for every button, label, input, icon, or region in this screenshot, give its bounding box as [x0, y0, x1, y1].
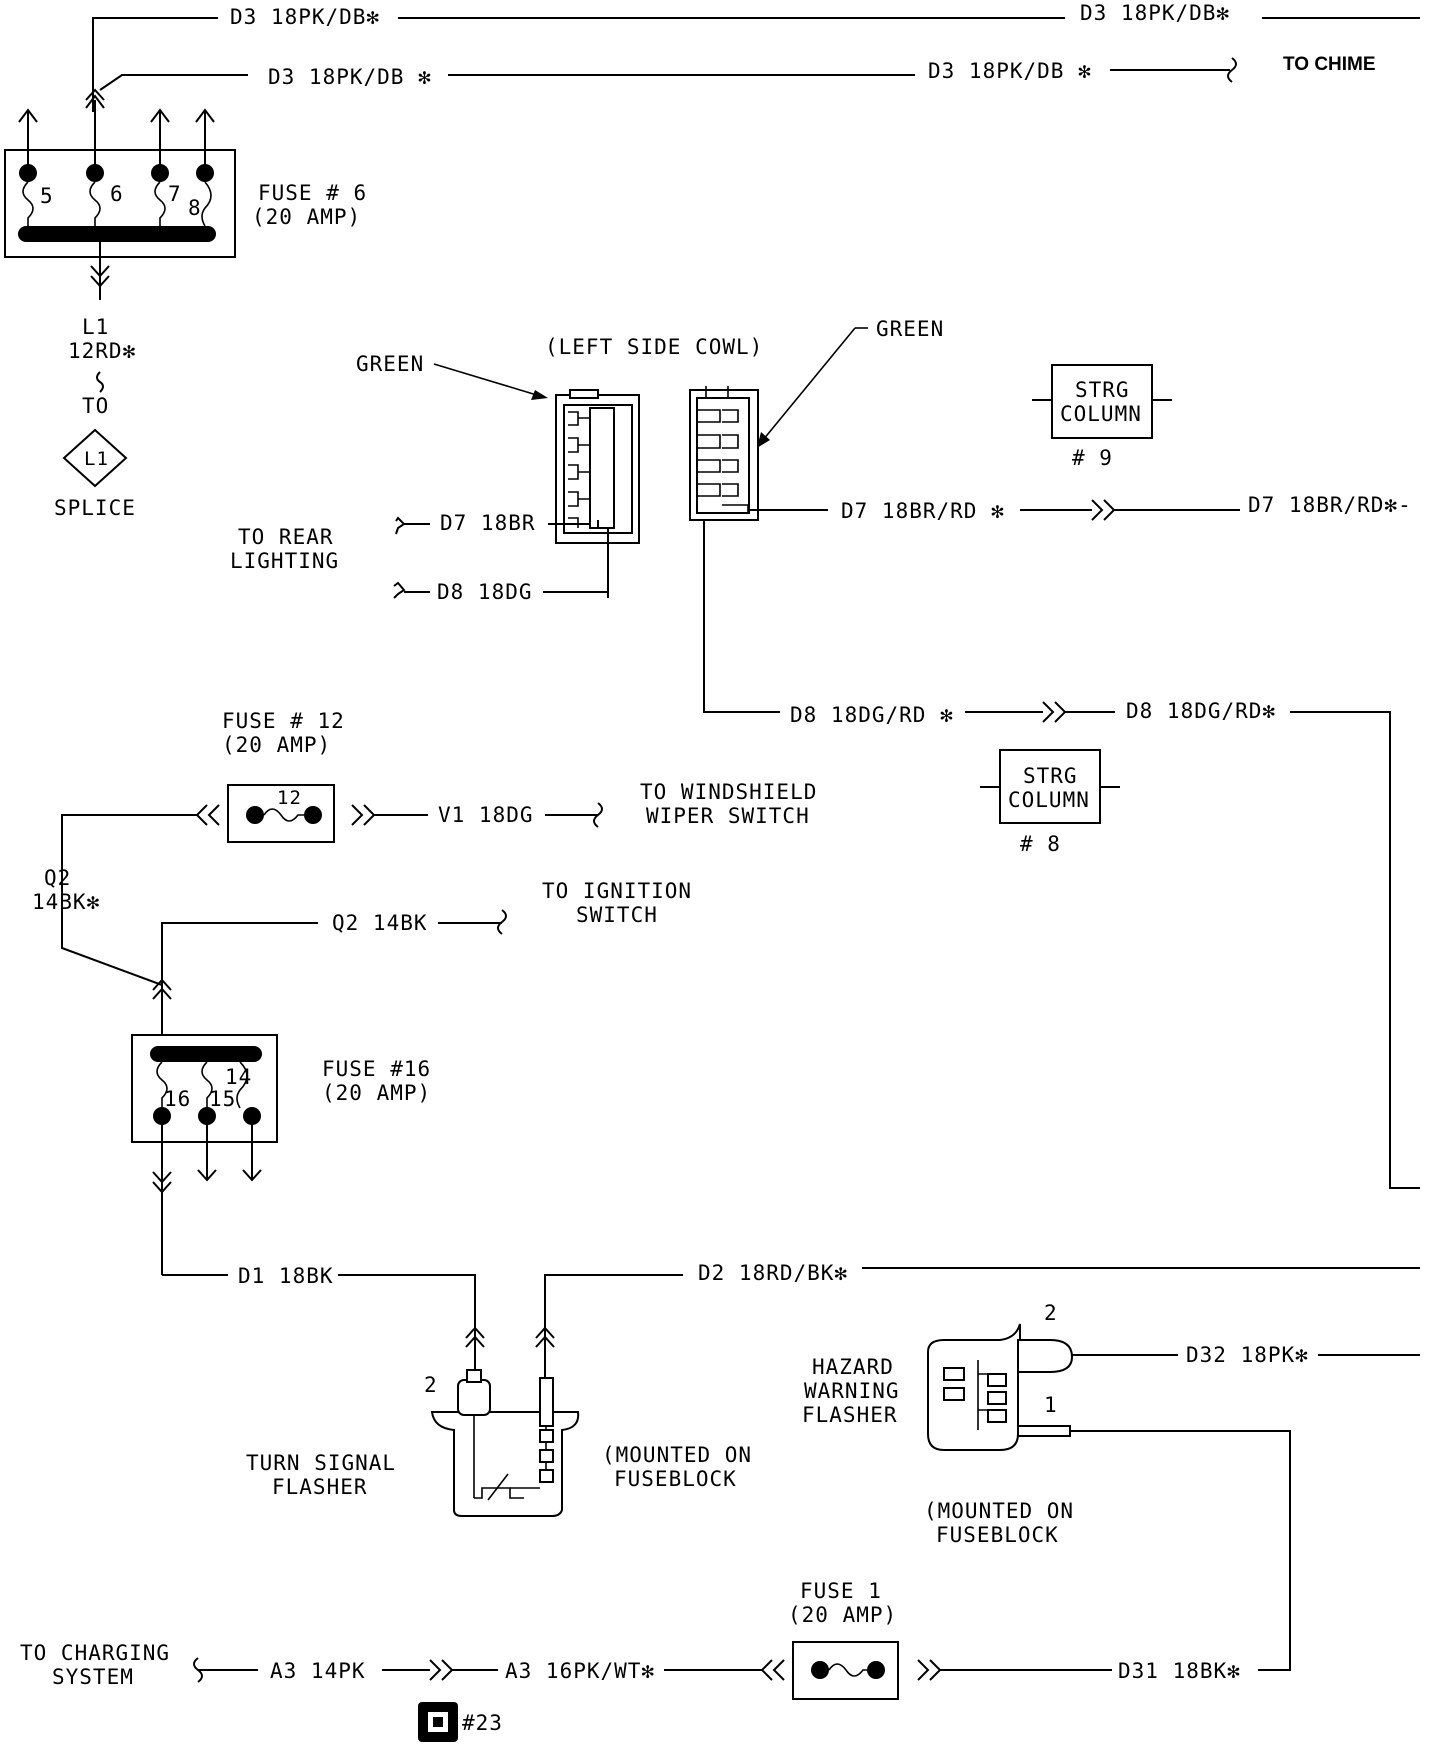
to-rear-line-1: TO REAR [238, 525, 334, 549]
turn-flasher-mount-2: FUSEBLOCK [614, 1467, 737, 1491]
fuse-12-num: 12 [277, 787, 302, 809]
fuse-1-title: FUSE 1 [800, 1579, 882, 1603]
strg-column-8-box [980, 749, 1120, 824]
d8-right-label: D8 18DG/RD ✻ [790, 703, 954, 727]
fuse-6-slot-8: 8 [188, 196, 202, 220]
turn-signal-flasher [430, 1369, 580, 1517]
splice-wire-spec: 12RD✻ [68, 339, 136, 363]
hazard-pin-2: 2 [1044, 1301, 1058, 1325]
wiper-to-line-2: WIPER SWITCH [646, 804, 810, 828]
d3-second-left-label: D3 18PK/DB ✻ [268, 65, 432, 89]
fuse-12-rating: (20 AMP) [222, 733, 331, 757]
splice-wire-code: L1 [82, 315, 109, 339]
turn-flasher-label-2: FLASHER [272, 1475, 368, 1499]
strg-8-num: # 8 [1020, 832, 1061, 856]
splice-diamond [62, 428, 128, 488]
to-chime-label: TO CHIME [1283, 54, 1376, 75]
d31-wire-label: D31 18BK✻ [1118, 1659, 1241, 1683]
fuse-12-block [61, 784, 603, 986]
hazard-label-2: WARNING [804, 1379, 900, 1403]
cowl-green-right: GREEN [876, 317, 944, 341]
fuse-1-rating: (20 AMP) [788, 1603, 897, 1627]
cowl-connector-right [689, 386, 759, 521]
splice-to: TO [82, 394, 109, 418]
ignition-to-line-2: SWITCH [576, 903, 658, 927]
fuse-16-block [131, 1034, 278, 1275]
fuse-16-slot-15: 15 [209, 1087, 236, 1111]
cowl-connector-left [555, 389, 640, 598]
strg-9-line-1: STRG [1075, 378, 1130, 402]
hazard-label-3: FLASHER [802, 1403, 898, 1427]
turn-flasher-label-1: TURN SIGNAL [246, 1451, 396, 1475]
hazard-mount-1: (MOUNTED ON [924, 1499, 1074, 1523]
q2-wire-label: Q2 14BK [332, 911, 428, 935]
hazard-warning-flasher [927, 1323, 1074, 1451]
strg-8-line-2: COLUMN [1008, 788, 1090, 812]
d3-top-left-label: D3 18PK/DB✻ [230, 5, 380, 29]
v1-wire-label: V1 18DG [438, 803, 534, 827]
hazard-pin-1: 1 [1044, 1393, 1058, 1417]
cowl-green-left: GREEN [356, 352, 424, 376]
d2-wire-label: D2 18RD/BK✻ [698, 1261, 848, 1285]
splice-symbol: L1 [84, 448, 109, 470]
fuse-16-slot-14: 14 [225, 1065, 252, 1089]
strg-8-line-1: STRG [1023, 764, 1078, 788]
fuse-6-slot-6: 6 [110, 182, 124, 206]
ignition-to-line-1: TO IGNITION [542, 879, 692, 903]
strg-9-line-2: COLUMN [1060, 402, 1142, 426]
fuse-1-block [760, 1641, 1112, 1700]
fuse-16-title: FUSE #16 [322, 1057, 431, 1081]
to-rear-line-2: LIGHTING [230, 549, 339, 573]
strg-column-9-box [1032, 364, 1172, 439]
cowl-title: (LEFT SIDE COWL) [545, 335, 763, 359]
fuse-6-slot-7: 7 [168, 182, 182, 206]
d1-wire-label: D1 18BK [238, 1264, 334, 1288]
fuse-6-rating: (20 AMP) [252, 205, 361, 229]
d7-far-label: D7 18BR/RD✻- [1248, 493, 1412, 517]
hazard-mount-2: FUSEBLOCK [936, 1523, 1059, 1547]
fuse-16-rating: (20 AMP) [322, 1081, 431, 1105]
badge-23-icon [418, 1702, 458, 1742]
wiper-to-line-1: TO WINDSHIELD [640, 780, 817, 804]
fuse-16-slot-16: 16 [164, 1087, 191, 1111]
charging-to-line-2: SYSTEM [52, 1665, 134, 1689]
d32-wire-label: D32 18PK✻ [1186, 1343, 1309, 1367]
hazard-label-1: HAZARD [812, 1355, 894, 1379]
turn-flasher-pin-2: 2 [424, 1373, 438, 1397]
d7-right-label: D7 18BR/RD ✻ [841, 499, 1005, 523]
d3-top-right-label: D3 18PK/DB✻ [1080, 1, 1230, 25]
fuse-6-block [4, 88, 236, 300]
d8-left-label: D8 18DG [437, 580, 533, 604]
q2-left-line-2: 14BK✻ [32, 890, 100, 914]
fuse-6-title: FUSE # 6 [258, 181, 367, 205]
d3-wires [92, 17, 1420, 112]
a3-left-label: A3 14PK [270, 1659, 366, 1683]
charging-to-line-1: TO CHARGING [20, 1641, 170, 1665]
fuse-6-slot-5: 5 [40, 184, 54, 208]
q2-left-line-1: Q2 [44, 866, 71, 890]
fuse-12-title: FUSE # 12 [222, 709, 345, 733]
a3-right-label: A3 16PK/WT✻ [505, 1659, 655, 1683]
badge-23-label: #23 [462, 1711, 503, 1735]
d8-far-label: D8 18DG/RD✻ [1126, 699, 1276, 723]
d7-left-label: D7 18BR [440, 511, 536, 535]
splice-break [96, 371, 104, 393]
turn-flasher-mount-1: (MOUNTED ON [602, 1443, 752, 1467]
strg-9-num: # 9 [1072, 446, 1113, 470]
d3-second-right-label: D3 18PK/DB ✻ [928, 59, 1092, 83]
splice-label: SPLICE [54, 496, 136, 520]
